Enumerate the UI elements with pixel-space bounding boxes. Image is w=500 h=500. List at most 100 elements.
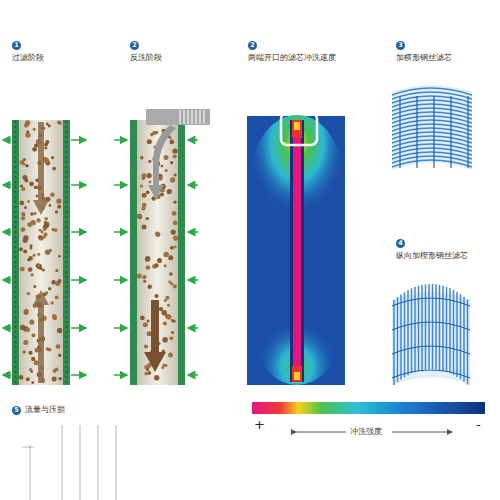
particle [144, 365, 148, 369]
wall-hole [66, 181, 68, 183]
particle [53, 369, 57, 373]
particle [58, 255, 61, 258]
particle [160, 192, 164, 196]
particle [29, 320, 34, 325]
particle [159, 307, 163, 311]
wall-hole [15, 351, 17, 353]
wall-hole [66, 281, 68, 283]
particle [171, 319, 174, 322]
panel-title: 两端开口的滤芯冲洗速度 [248, 53, 336, 63]
particle [30, 273, 33, 276]
particle [23, 351, 26, 354]
flow-arrow [114, 327, 127, 329]
scale-plus: + [252, 418, 267, 431]
wall-hole [15, 196, 17, 198]
wall-hole [66, 146, 68, 148]
wall-hole [15, 226, 17, 228]
particle [163, 321, 167, 325]
particle [146, 217, 149, 220]
particle [54, 228, 58, 232]
flow-arrow [71, 279, 86, 281]
particle [26, 377, 30, 381]
wall-hole [66, 216, 68, 218]
wall-hole [66, 171, 68, 173]
particle [21, 216, 25, 220]
particle [168, 352, 173, 357]
particle [44, 143, 48, 147]
particle [23, 340, 28, 345]
particle [24, 206, 27, 209]
particle [55, 269, 58, 272]
wall-hole [15, 161, 17, 163]
wall-hole [66, 251, 68, 253]
wall-hole [66, 331, 68, 333]
particle [155, 294, 159, 298]
particle [169, 272, 173, 276]
wall-hole [66, 266, 68, 268]
particle [170, 246, 174, 250]
wall-hole [66, 241, 68, 243]
particle [31, 381, 34, 384]
particle [21, 227, 26, 232]
particle [29, 247, 32, 250]
particle [58, 354, 61, 357]
particle [144, 344, 148, 348]
particle [165, 169, 168, 172]
particle [140, 185, 143, 188]
particle [30, 220, 35, 225]
flow-arrow [188, 231, 198, 233]
flow-arrow [3, 327, 11, 329]
flow-arrow [114, 279, 127, 281]
wall-hole [15, 346, 17, 348]
wall-hole [15, 181, 17, 183]
particle [21, 187, 25, 191]
flow-arrow [188, 184, 198, 186]
particle [170, 140, 175, 145]
wall-hole [15, 266, 17, 268]
particle [39, 235, 44, 240]
particle [171, 331, 174, 334]
particle [20, 325, 26, 331]
wall-hole [66, 206, 68, 208]
particle [20, 267, 25, 272]
wall-hole [66, 341, 68, 343]
particle [169, 336, 173, 340]
wall-hole [66, 196, 68, 198]
wall-hole [15, 366, 17, 368]
wall-hole [66, 361, 68, 363]
wall-hole [66, 376, 68, 378]
particle [29, 256, 33, 260]
particle [171, 230, 176, 235]
particle [27, 292, 30, 295]
particle [144, 372, 147, 375]
particle [57, 328, 62, 333]
wall-hole [66, 176, 68, 178]
particle [142, 203, 147, 208]
particle [26, 130, 29, 133]
wall-hole [66, 231, 68, 233]
particle [142, 275, 146, 279]
particle [57, 205, 61, 209]
wall-hole [66, 346, 68, 348]
particle [57, 121, 61, 125]
particle [37, 264, 42, 269]
panel-title: 加横形钢丝滤芯 [396, 53, 452, 63]
wall-hole [66, 326, 68, 328]
particle [21, 212, 25, 216]
wall-hole [15, 136, 17, 138]
particle [147, 173, 152, 178]
particle [162, 337, 168, 343]
wall-hole [15, 166, 17, 168]
wall-hole [66, 261, 68, 263]
wall-hole [15, 331, 17, 333]
wall-hole [15, 321, 17, 323]
particle [51, 280, 55, 284]
wall-hole [15, 316, 17, 318]
particle [44, 217, 48, 221]
particle [157, 258, 162, 263]
wall-hole [15, 141, 17, 143]
wall-hole [15, 326, 17, 328]
particle [155, 232, 159, 236]
particle [155, 232, 160, 237]
particle [48, 348, 52, 352]
